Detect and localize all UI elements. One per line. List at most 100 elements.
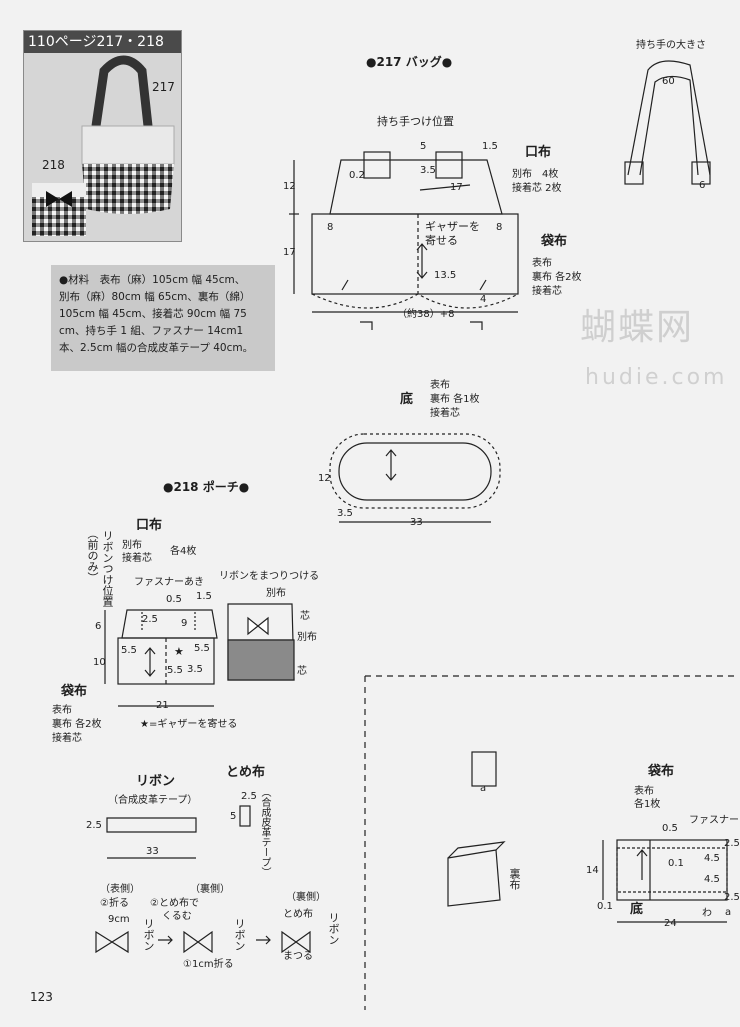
gather-text: ギャザーを 寄せる [425, 220, 480, 247]
dim: 4.5 [704, 874, 720, 885]
dim: 8 [496, 222, 503, 233]
side-label: 別布 [297, 632, 317, 643]
step2-label: ②とめ布で [150, 898, 199, 909]
step1-side: （表側） [100, 884, 140, 895]
step2-side: （裏側） [190, 884, 230, 895]
bag-kuchinuno-l1: 別布 4枚 [512, 169, 559, 180]
dim: 10 [93, 657, 106, 668]
bag-fukuronuno-l2: 裏布 各2枚 [532, 272, 582, 283]
lining-label: 裏布 [508, 868, 521, 890]
bag-217-heading: ●217 バッグ● [366, 55, 453, 69]
bag-fukuronuno-l1: 表布 [532, 258, 552, 269]
rb-fukuronuno-l2: 各1枚 [634, 799, 661, 810]
product-photo: 110ページ217・218 217 218 [23, 30, 182, 242]
label-a: a [725, 907, 732, 918]
dim: （約38）+8 [397, 309, 455, 320]
handle-position-label: 持ち手つけ位置 [377, 115, 454, 128]
dim: 2.5 [724, 892, 740, 903]
bag-soko-l1: 表布 [430, 380, 450, 391]
dim: 0.2 [349, 170, 365, 181]
dim: 12 [283, 181, 296, 192]
dim: 5 [230, 811, 237, 822]
ribbon-title: リボン [136, 774, 176, 789]
dim: 3.5 [420, 165, 436, 176]
dim: 6 [95, 621, 102, 632]
dim: 3.5 [337, 508, 353, 519]
bag-soko-title: 底 [400, 392, 414, 407]
dim: 4.5 [704, 853, 720, 864]
dim: 17 [283, 247, 296, 258]
dim: 0.1 [597, 901, 613, 912]
dim: 8 [327, 222, 334, 233]
page-number: 123 [30, 990, 53, 1004]
side-label: 別布 [266, 588, 286, 599]
fastener-label: ファスナー [689, 815, 739, 826]
dim: 33 [146, 846, 159, 857]
pouch-kuchinuno-l1: 別布 [122, 540, 142, 551]
dim: 14 [586, 865, 599, 876]
dim: 60 [662, 76, 675, 87]
dim: 5 [420, 141, 427, 152]
bag-kuchinuno-piece [329, 159, 503, 215]
rb-fukuronuno-title: 袋布 [648, 764, 675, 779]
dim: 17 [450, 182, 463, 193]
pouch-kuchinuno-piece [121, 609, 218, 639]
dim: 1.5 [196, 591, 212, 602]
dim: 2.5 [241, 791, 257, 802]
label-217: 217 [152, 80, 175, 94]
dim: 9 [181, 618, 188, 629]
bag-fukuronuno-l3: 接着芯 [532, 286, 562, 297]
dim: 24 [664, 918, 677, 929]
side-label: 芯 [300, 611, 310, 622]
dim: 2.5 [724, 838, 740, 849]
tomenuno-sub: （合成皮革テープ） [259, 787, 270, 877]
materials-line: ●材料 表布（麻）105cm 幅 45cm、 [59, 274, 246, 286]
side-label: 芯 [297, 666, 307, 677]
pouch-kuchinuno-l2: 接着芯 [122, 553, 152, 564]
rb-fukuronuno-l1: 表布 [634, 786, 654, 797]
bag-fukuronuno-title: 袋布 [541, 234, 568, 249]
bag-kuchinuno-title: 口布 [525, 145, 552, 160]
zipper-opening-label: ファスナーあき [134, 577, 204, 588]
handle-size-title: 持ち手の大きさ [636, 40, 706, 51]
dim: 12 [318, 473, 331, 484]
dim: 0.5 [662, 823, 678, 834]
bag-kuchinuno-l2: 接着芯 2枚 [512, 183, 562, 194]
step1-dim: 9cm [108, 914, 130, 925]
tomenuno-title: とめ布 [226, 765, 266, 780]
pouch-kuchinuno-count: 各4枚 [170, 546, 197, 557]
dim: 6 [699, 180, 706, 191]
step3-label: とめ布 [283, 909, 313, 920]
step2-ribbon: リボン [233, 918, 246, 951]
pouch-fukuronuno-l1: 表布 [52, 705, 72, 716]
ribbon-position-label: リボンつけ位置 [101, 530, 114, 607]
step2-fold: ①1cm折る [183, 959, 234, 970]
photo-title: 110ページ217・218 [24, 31, 181, 53]
step1-ribbon: リボン [142, 918, 155, 951]
watermark-en: hudie.com [585, 365, 728, 390]
dim: 0.1 [668, 858, 684, 869]
dim: 5.5 [121, 645, 137, 656]
dim: 1.5 [482, 141, 498, 152]
wa-label: わ [702, 908, 712, 919]
pouch-218-heading: ●218 ポーチ● [163, 480, 250, 494]
materials-line: cm、持ち手 1 組、ファスナー 14cm1 [59, 325, 244, 337]
label-a: a [480, 783, 487, 794]
dim: 0.5 [166, 594, 182, 605]
step2-label2: くるむ [162, 911, 192, 922]
gather-note: ★=ギャザーを寄せる [140, 719, 238, 730]
dim: 2.5 [86, 820, 102, 831]
bag-soko-piece [338, 442, 492, 501]
step3-side: （裏側） [286, 892, 326, 903]
front-only-label: （前のみ） [86, 528, 99, 583]
pouch-kuchinuno-title: 口布 [136, 518, 163, 533]
bag-fukuronuno-piece [311, 213, 519, 295]
dim: 21 [156, 700, 169, 711]
dim: 13.5 [434, 270, 457, 281]
photo-illustration [32, 55, 175, 236]
star-mark: ★ [174, 645, 184, 658]
pouch-fukuronuno-l3: 接着芯 [52, 733, 82, 744]
dim: 4 [480, 294, 487, 305]
dim: 3.5 [187, 664, 203, 675]
